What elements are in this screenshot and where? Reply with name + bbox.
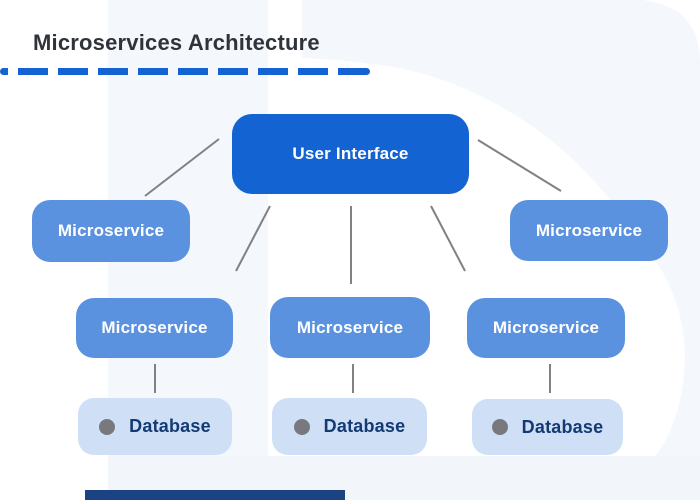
microservice-node-left: Microservice [32,200,190,262]
database-node-right: Database [472,399,623,455]
connector-line [477,139,562,192]
database-dot-icon [491,419,508,435]
microservice-node-mid-right: Microservice [467,298,625,358]
microservice-label: Microservice [492,318,600,337]
database-label: Database [323,416,406,436]
dashed-divider [0,68,370,75]
microservice-label: Microservice [296,317,404,337]
database-dot-icon [99,418,116,435]
database-dot-icon [293,418,310,435]
user-interface-label: User Interface [292,144,409,163]
database-label: Database [521,416,604,437]
microservice-node-mid-left: Microservice [76,298,233,358]
microservice-node-right: Microservice [510,200,668,261]
microservice-node-mid-center: Microservice [270,297,430,358]
microservice-label: Microservice [57,221,165,240]
database-label: Database [129,416,211,436]
microservice-label: Microservice [535,220,643,240]
database-node-left: Database [78,398,232,455]
page-title: Microservices Architecture [33,30,320,55]
database-node-center: Database [272,398,427,455]
microservice-label: Microservice [101,318,208,337]
bottom-accent-bar [85,490,345,500]
connector-line [430,205,466,272]
user-interface-node: User Interface [232,114,469,194]
